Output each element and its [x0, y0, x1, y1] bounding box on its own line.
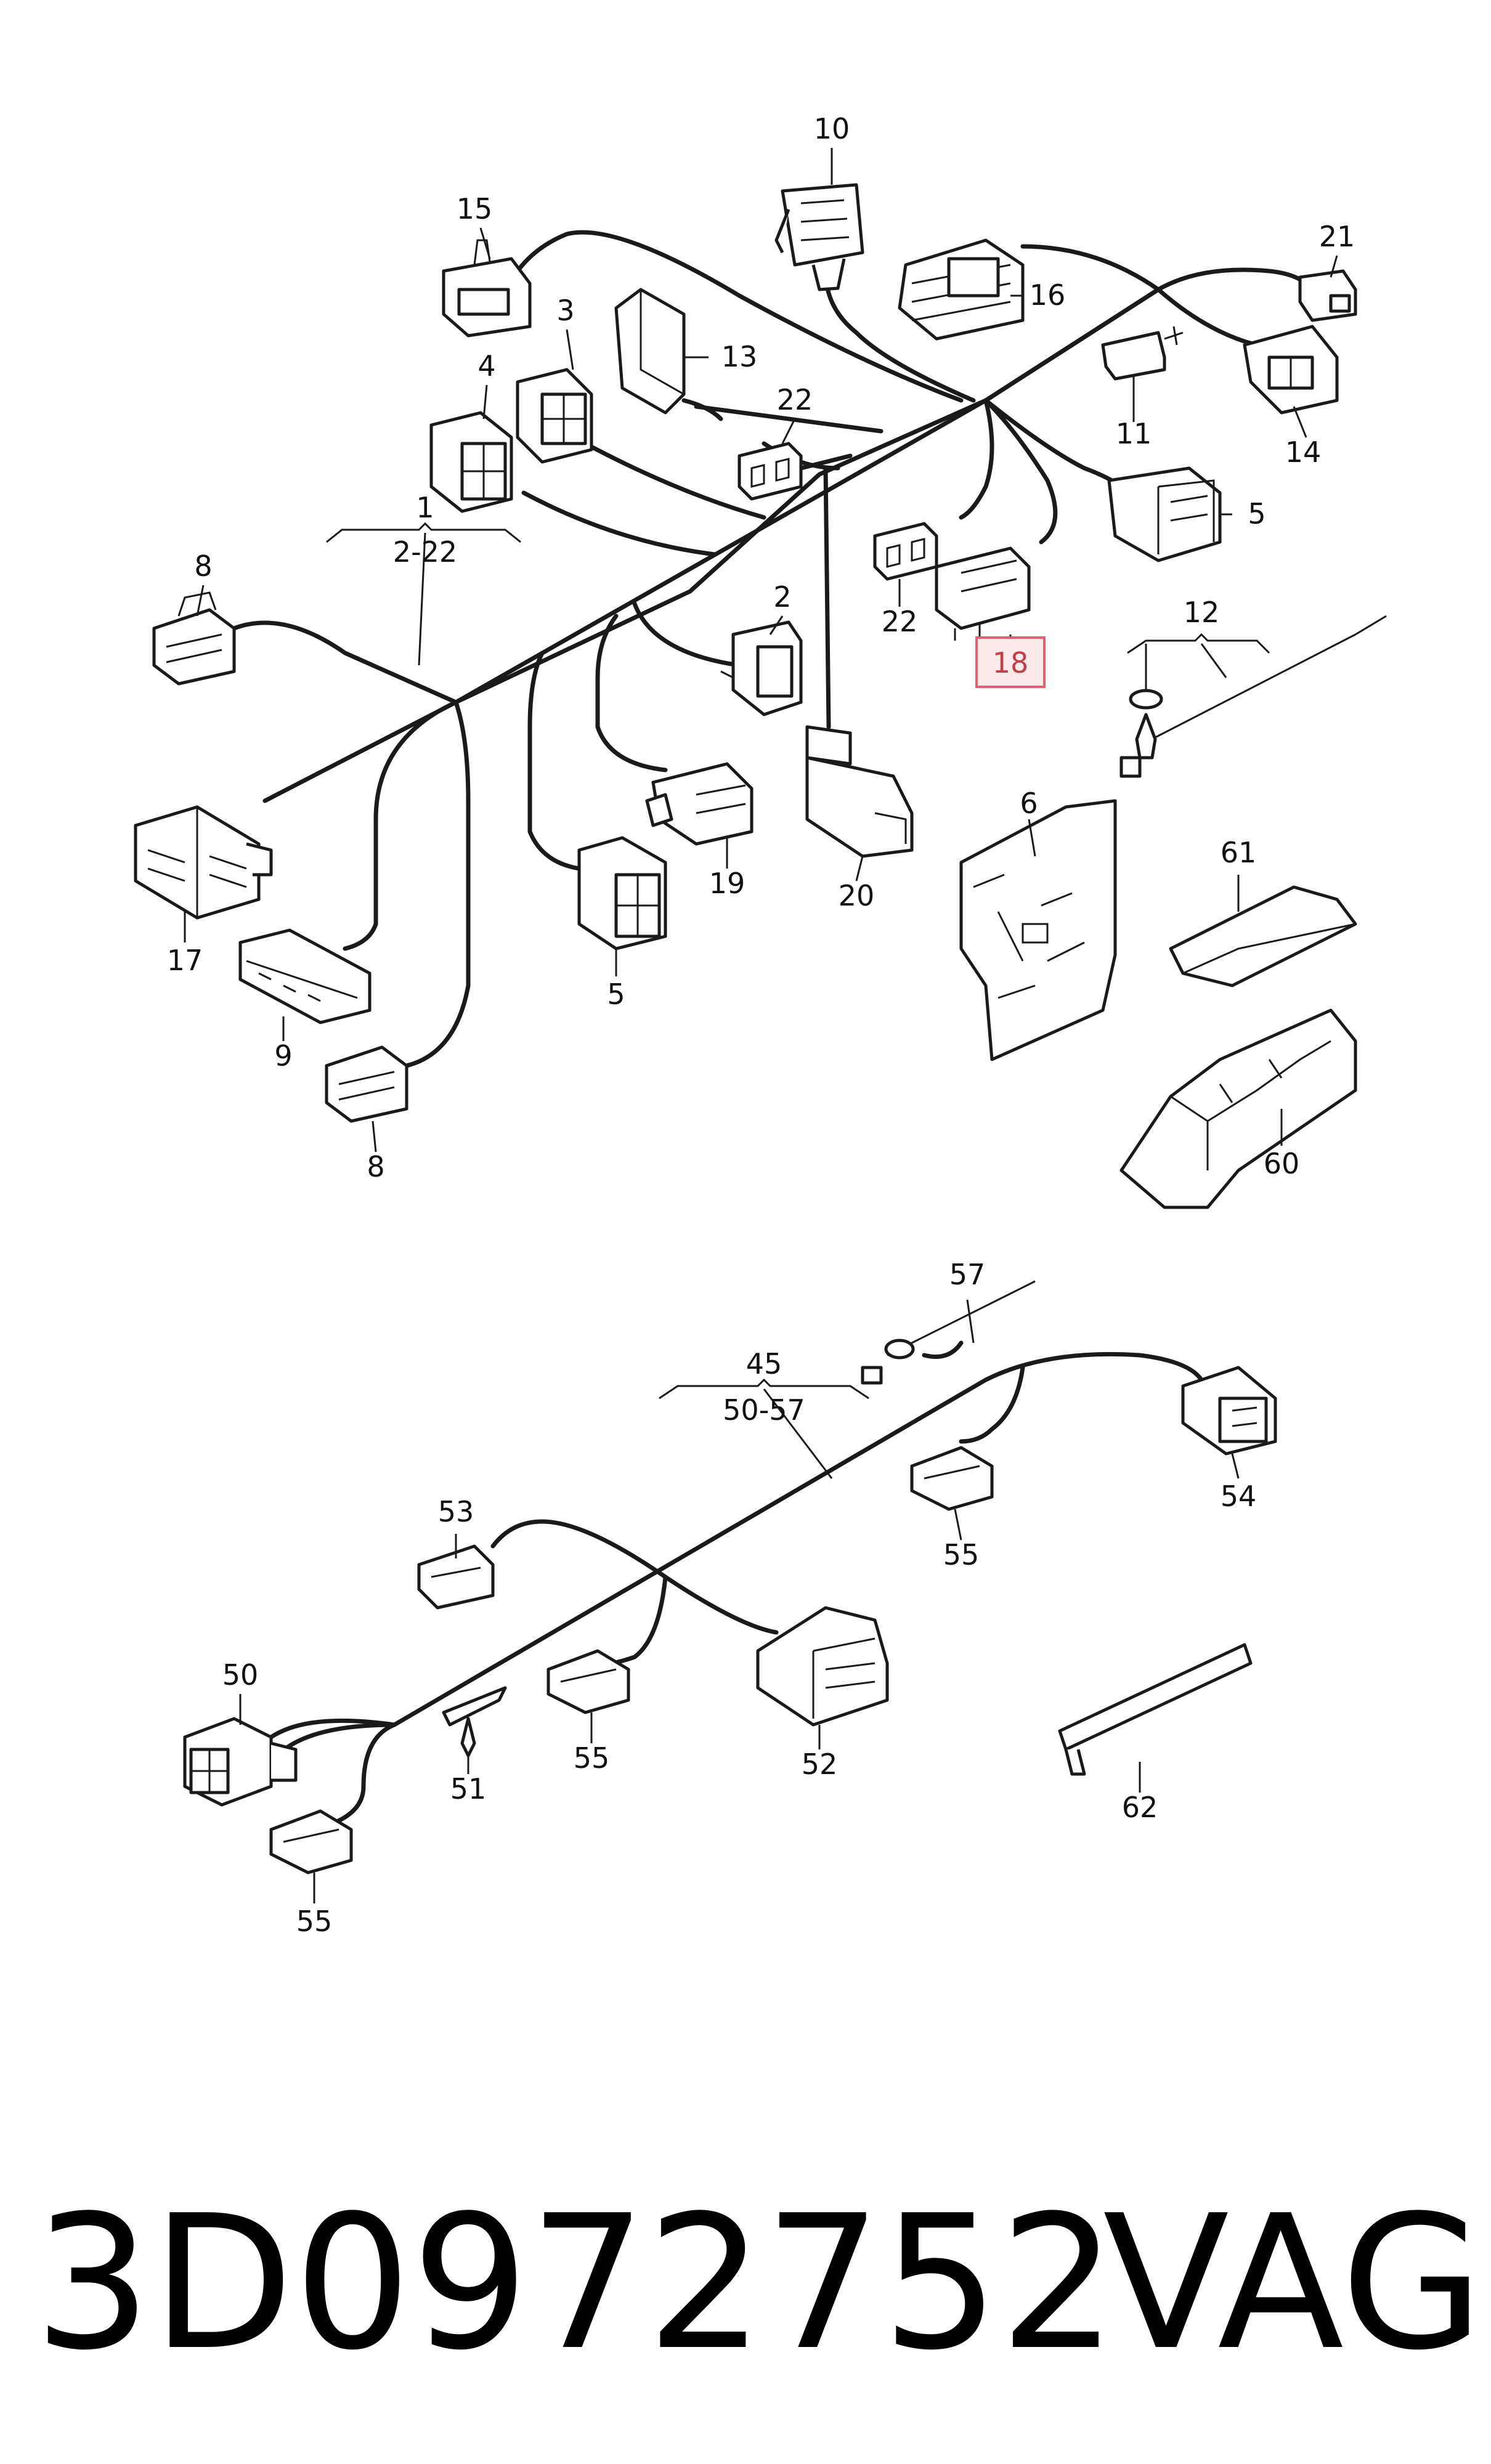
wiring-harness-diagram: 1 2-22 10 15 3 4 13 22 16 21 11 14 5 22 …	[134, 112, 1387, 1938]
label-55-middle: 55	[574, 1741, 610, 1775]
connector-54	[1181, 1366, 1277, 1456]
label-5-lower: 5	[607, 978, 625, 1011]
connector-2	[720, 620, 803, 716]
label-17: 17	[167, 944, 203, 977]
bracket-60	[1119, 1008, 1357, 1209]
connector-4	[429, 411, 513, 513]
label-8-top: 8	[194, 549, 212, 583]
label-60: 60	[1264, 1147, 1300, 1180]
label-12: 12	[1184, 596, 1220, 629]
connector-10	[774, 183, 864, 291]
connector-55-right	[910, 1446, 994, 1511]
label-5-right: 5	[1248, 497, 1266, 530]
connector-55-bottom	[269, 1809, 353, 1874]
label-57: 57	[949, 1258, 986, 1291]
part-labels: 1 2-22 10 15 3 4 13 22 16 21 11 14 5 22 …	[167, 112, 1355, 1938]
label-22-lower: 22	[882, 605, 918, 638]
label-16: 16	[1030, 278, 1066, 312]
label-55-bottom: 55	[296, 1905, 333, 1938]
label-13: 13	[721, 340, 758, 373]
connector-16	[898, 238, 1025, 341]
clip-51	[442, 1686, 507, 1757]
connector-53	[417, 1544, 495, 1610]
connector-11	[1101, 326, 1184, 381]
label-6: 6	[1020, 787, 1038, 820]
connector-22-upper	[737, 442, 803, 501]
label-55-right: 55	[943, 1538, 980, 1571]
label-1-range: 2-22	[393, 535, 457, 569]
connector-55-middle	[546, 1649, 630, 1714]
part-number: 3D0972752	[34, 2176, 1117, 2391]
label-1: 1	[416, 491, 434, 524]
connector-18	[935, 546, 1031, 641]
connector-50	[183, 1717, 298, 1807]
connector-15	[442, 239, 532, 338]
leader-lines	[184, 148, 1338, 1903]
label-14: 14	[1285, 436, 1322, 469]
label-15: 15	[457, 192, 493, 225]
label-18: 18	[993, 646, 1029, 679]
label-62: 62	[1122, 1791, 1158, 1824]
label-8-bottom: 8	[367, 1150, 384, 1183]
cover-61	[1169, 885, 1357, 987]
part-number-footer: 3D0972752 VAG	[34, 2176, 1484, 2391]
edge-trim-62	[1058, 1643, 1253, 1776]
circuit-board-6	[959, 799, 1117, 1061]
label-3: 3	[556, 294, 574, 327]
connector-20	[805, 725, 914, 858]
connector-5-lower	[577, 836, 667, 950]
connector-9	[238, 928, 372, 1024]
brand-name: VAG	[1103, 2176, 1484, 2391]
label-2: 2	[773, 580, 791, 614]
label-45: 45	[746, 1347, 782, 1380]
connector-5-right	[1107, 466, 1222, 562]
connector-52	[756, 1606, 889, 1727]
label-54: 54	[1221, 1480, 1257, 1513]
label-22-upper: 22	[777, 383, 813, 416]
label-9: 9	[274, 1039, 292, 1072]
cable-tie-12	[1119, 615, 1387, 778]
connector-8-bottom	[325, 1045, 408, 1123]
connector-17	[134, 805, 273, 920]
connector-21	[1298, 269, 1357, 322]
label-51: 51	[450, 1772, 487, 1805]
label-19: 19	[709, 867, 746, 900]
label-10: 10	[814, 112, 850, 145]
label-52: 52	[802, 1748, 838, 1781]
label-53: 53	[438, 1495, 474, 1528]
connector-14	[1243, 325, 1339, 415]
label-11: 11	[1116, 417, 1152, 450]
connector-3	[516, 368, 593, 464]
highlight-box-18	[975, 636, 1046, 688]
connector-13	[614, 288, 723, 421]
label-45-range: 50-57	[723, 1393, 805, 1427]
label-61: 61	[1221, 836, 1257, 869]
cable-tie-57	[861, 1280, 1036, 1385]
label-20: 20	[839, 879, 875, 912]
connector-19	[645, 762, 754, 846]
label-50: 50	[222, 1658, 259, 1692]
label-4: 4	[477, 349, 495, 383]
label-21: 21	[1319, 220, 1355, 253]
connector-22-lower	[873, 522, 938, 581]
connector-8-top	[152, 591, 236, 686]
